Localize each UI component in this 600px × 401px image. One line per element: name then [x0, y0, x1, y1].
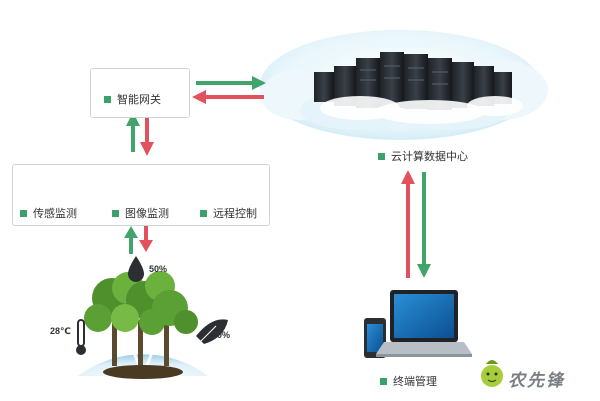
gateway-text: 智能网关 [117, 94, 161, 106]
terminal-to-cloud-arrow [401, 170, 415, 278]
temperature-value: 28℃ [50, 326, 71, 336]
monitor-to-plants-arrow [139, 226, 153, 252]
cloud-marker [378, 152, 385, 160]
terminal-text: 终端管理 [393, 376, 437, 388]
leaf-icon [195, 319, 228, 347]
sensor-marker [20, 209, 27, 217]
humidity-value: 50% [149, 264, 168, 274]
cloud-to-gateway-arrow [192, 90, 264, 104]
cloud-text: 云计算数据中心 [391, 151, 468, 163]
monitor-label-sensor: 传感监测 [20, 205, 77, 221]
terminal-marker [380, 377, 387, 385]
server-racks-icon [314, 52, 523, 124]
gateway-to-cloud-arrow [196, 76, 266, 90]
gateway-marker [104, 95, 111, 103]
monitor-to-gateway-arrow [126, 112, 140, 152]
water-drop-icon [128, 256, 144, 282]
plants-to-monitor-arrow [124, 226, 138, 254]
leaf-value: 20% [212, 330, 231, 340]
watermark-text: 农先锋 [508, 371, 565, 391]
monitoring-panel [12, 164, 270, 226]
gateway-to-monitor-arrow [140, 112, 154, 156]
remote-marker [200, 209, 207, 217]
cloud-label: 云计算数据中心 [378, 148, 468, 164]
remote-text: 远程控制 [213, 208, 257, 220]
plants-illustration [78, 271, 208, 379]
gateway-label: 智能网关 [104, 91, 161, 107]
laptop-icon [376, 290, 472, 357]
monitor-label-remote: 远程控制 [200, 205, 257, 221]
cloud-to-terminal-arrow [417, 172, 431, 278]
mascot-icon [481, 360, 503, 387]
image-text: 图像监测 [125, 208, 169, 220]
monitor-label-image: 图像监测 [112, 205, 169, 221]
image-marker [112, 209, 119, 217]
sensor-text: 传感监测 [33, 208, 77, 220]
gateway-node [90, 68, 190, 118]
terminal-label: 终端管理 [380, 373, 437, 389]
thermometer-icon [76, 319, 86, 355]
